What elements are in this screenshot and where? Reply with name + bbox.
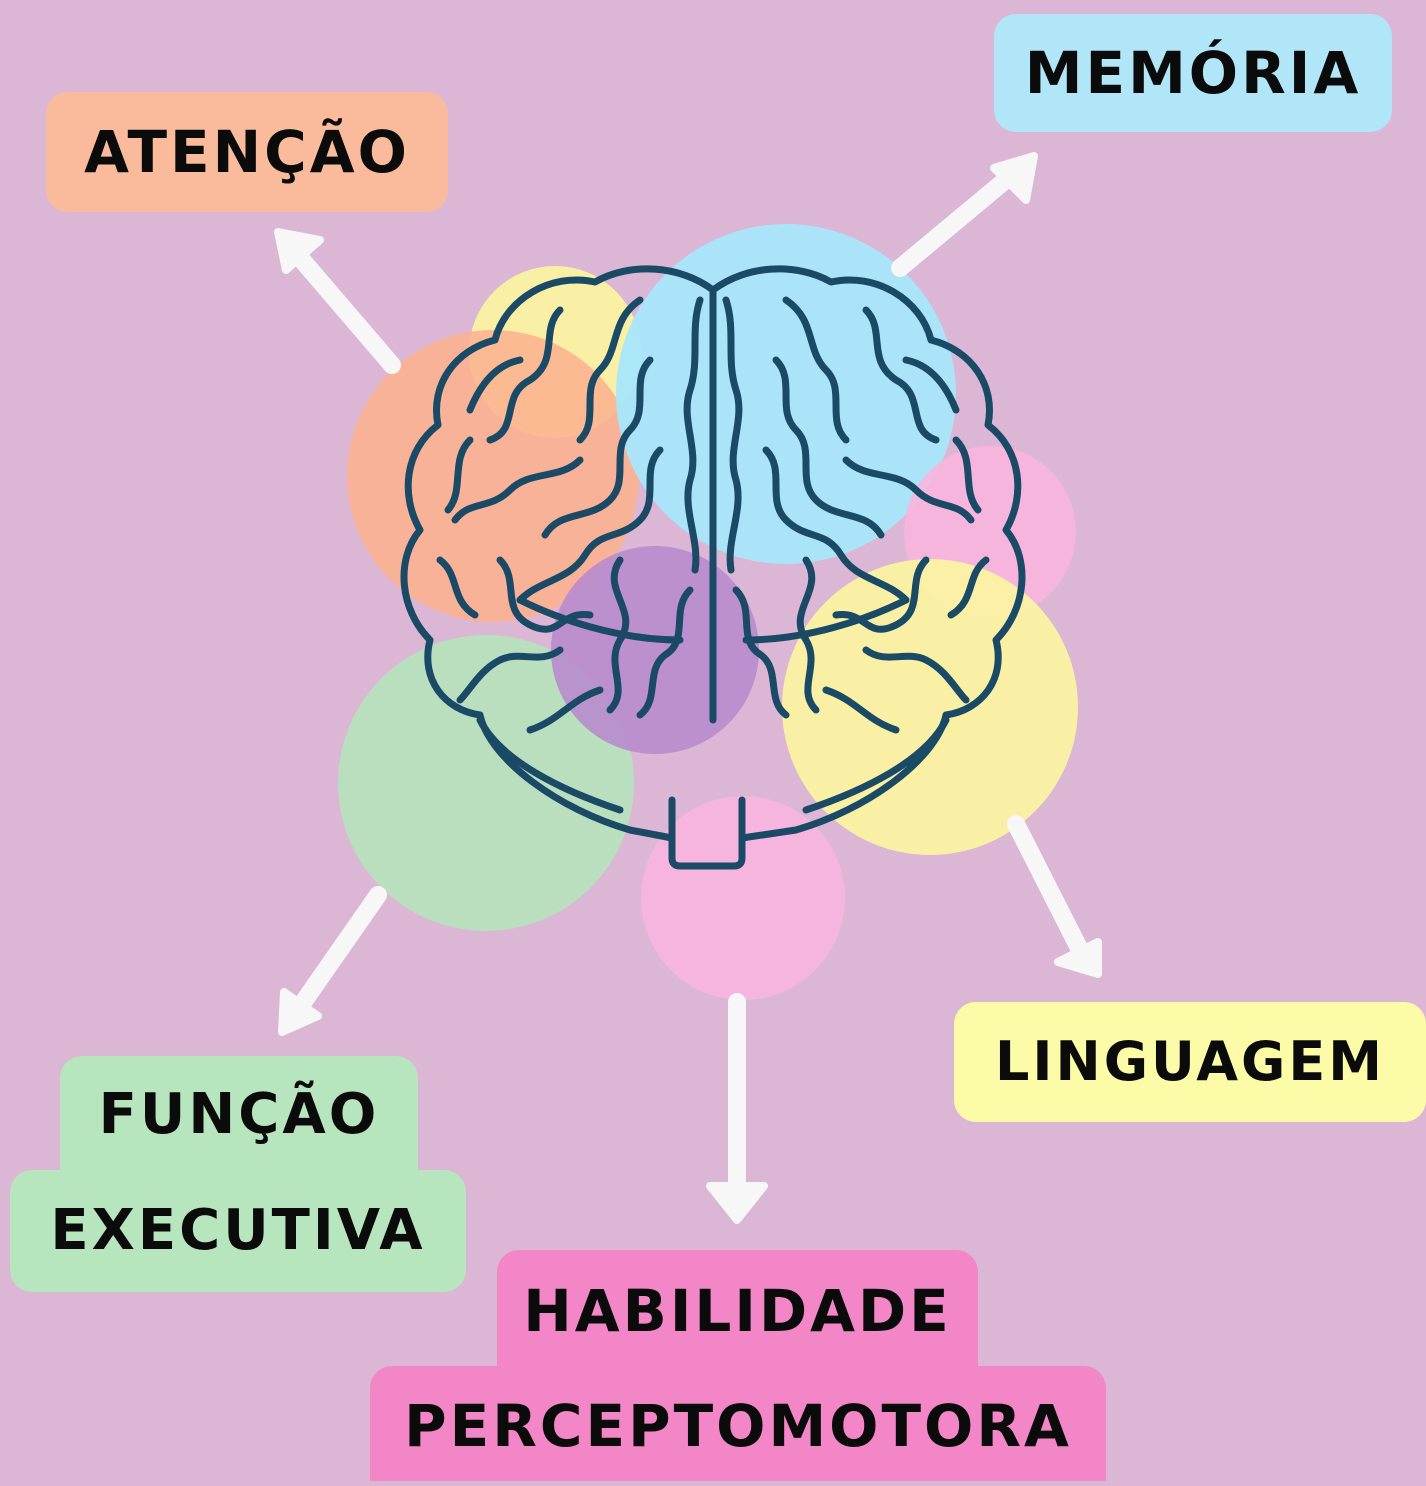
arrow-atencao xyxy=(293,251,401,374)
memoria-label: MEMÓRIA xyxy=(994,14,1392,132)
linguagem-label: LINGUAGEM xyxy=(954,1002,1426,1122)
arrowhead-funcao xyxy=(278,988,322,1036)
arrowhead-habilidade xyxy=(706,1182,768,1224)
funcao-executiva-line1: FUNÇÃO xyxy=(60,1056,418,1188)
region-circles xyxy=(338,224,1078,1000)
arrow-funcao xyxy=(293,886,387,1013)
arrow-linguagem xyxy=(1007,815,1089,959)
yellow-large-circle xyxy=(782,559,1078,855)
orange-circle xyxy=(347,330,639,622)
arrowhead-linguagem xyxy=(1054,938,1102,978)
funcao-executiva-line2: EXECUTIVA xyxy=(10,1170,466,1292)
arrows xyxy=(274,152,1102,1224)
pink-bottom-circle xyxy=(641,796,845,1000)
habilidade-perceptomotora-line2: PERCEPTOMOTORA xyxy=(370,1366,1106,1481)
green-circle xyxy=(338,635,634,931)
brain-icon xyxy=(400,265,1026,870)
violet-circle xyxy=(551,546,759,754)
habilidade-perceptomotora-line1: HABILIDADE xyxy=(497,1250,978,1384)
arrowhead-atencao xyxy=(274,228,324,274)
arrowhead-memoria xyxy=(990,152,1038,204)
arrow-memoria xyxy=(891,169,1017,277)
atencao-label: ATENÇÃO xyxy=(46,92,448,212)
